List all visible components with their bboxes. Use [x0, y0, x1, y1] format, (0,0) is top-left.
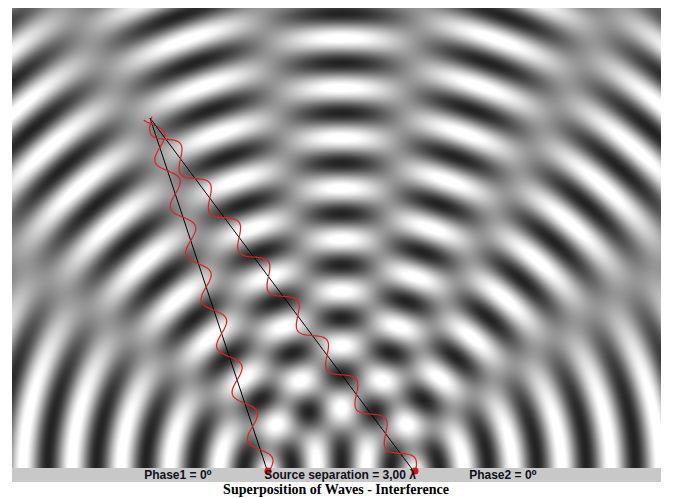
wave-trace [150, 117, 417, 473]
status-label: Source separation = 3,00 λ [264, 468, 416, 482]
wave-trace [144, 120, 273, 473]
wave-rays [144, 117, 419, 475]
ray-line [150, 118, 415, 473]
wave-field [12, 8, 661, 468]
figure-caption: Superposition of Waves - Interference [223, 482, 449, 498]
status-label: Phase2 = 0⁰ [469, 468, 537, 482]
status-label: Phase1 = 0⁰ [144, 468, 212, 482]
status-bar [12, 468, 661, 482]
